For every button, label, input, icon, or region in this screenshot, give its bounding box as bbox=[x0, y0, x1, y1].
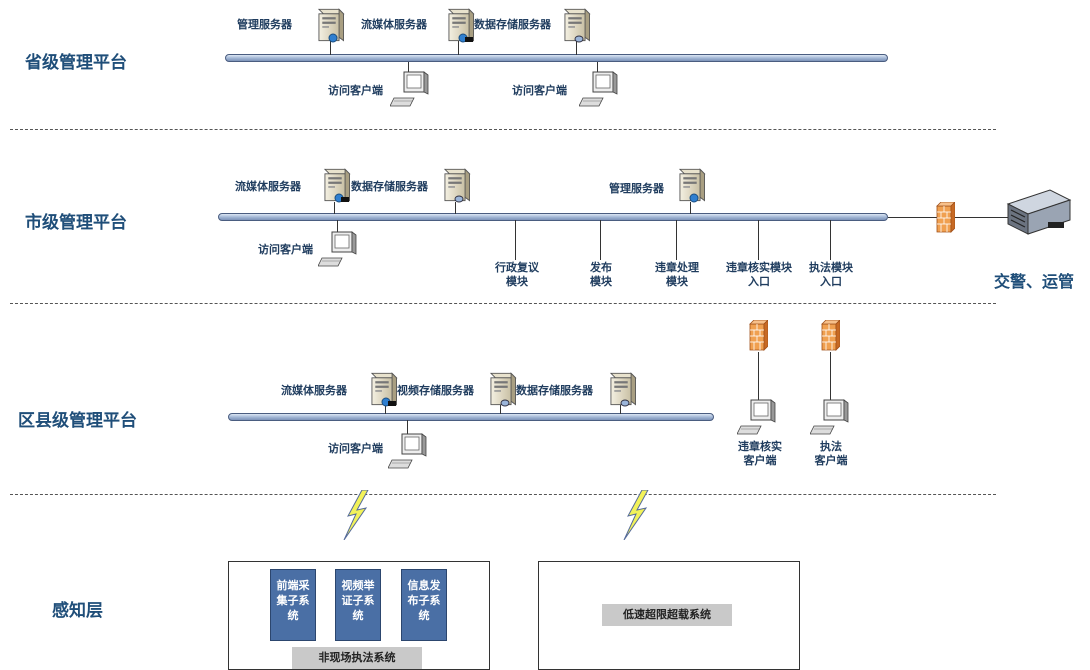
city-module-appeal: 行政复议 模块 bbox=[495, 261, 539, 288]
external-firewall-icon bbox=[933, 202, 955, 234]
city-client-label: 访问客户端 bbox=[258, 243, 313, 256]
province-client2-label: 访问客户端 bbox=[512, 84, 567, 97]
city-storage-server-icon bbox=[438, 166, 472, 203]
link-line bbox=[600, 220, 601, 260]
link-line bbox=[830, 220, 831, 260]
separator-city-county bbox=[10, 303, 996, 304]
layer-title-sensing: 感知层 bbox=[52, 601, 103, 621]
province-mgmt-server-icon bbox=[312, 6, 346, 43]
link-line bbox=[597, 62, 598, 74]
layer-title-county: 区县级管理平台 bbox=[18, 411, 137, 431]
link-line bbox=[758, 352, 759, 400]
province-client2-icon bbox=[579, 70, 619, 108]
low-speed-system-label: 低速超限超载系统 bbox=[602, 604, 732, 626]
city-mgmt-server-label: 管理服务器 bbox=[609, 182, 664, 195]
province-client1-label: 访问客户端 bbox=[328, 84, 383, 97]
link-line bbox=[758, 220, 759, 260]
city-storage-server-label: 数据存储服务器 bbox=[351, 180, 428, 193]
county-video-storage-server-icon bbox=[484, 370, 518, 407]
link-line bbox=[830, 352, 831, 400]
link-line bbox=[330, 40, 331, 55]
link-line bbox=[576, 40, 577, 55]
separator-province-city bbox=[10, 129, 996, 130]
subsystem-video-evidence: 视频举 证子系 统 bbox=[335, 569, 381, 641]
province-storage-server-icon bbox=[558, 6, 592, 43]
city-mgmt-server-icon bbox=[673, 166, 707, 203]
separator-county-sensing bbox=[10, 494, 996, 495]
enforce-client-icon bbox=[810, 398, 850, 436]
wireless-lightning-icon bbox=[340, 490, 370, 540]
city-bus bbox=[218, 213, 888, 221]
subsystem-info-publish: 信息发 布子系 统 bbox=[401, 569, 447, 641]
city-module-violation: 违章处理 模块 bbox=[655, 261, 699, 288]
county-client-icon bbox=[388, 432, 428, 470]
subsystem-frontend: 前端采 集子系 统 bbox=[270, 569, 316, 641]
link-line bbox=[676, 220, 677, 260]
city-stream-server-label: 流媒体服务器 bbox=[235, 180, 301, 193]
link-line bbox=[458, 40, 459, 55]
link-line bbox=[407, 420, 408, 436]
province-storage-server-label: 数据存储服务器 bbox=[474, 18, 551, 31]
county-stream-server-icon bbox=[365, 370, 399, 407]
link-line bbox=[334, 202, 335, 214]
province-client1-icon bbox=[390, 70, 430, 108]
link-line bbox=[620, 400, 621, 414]
violation-client-label: 违章核实 客户端 bbox=[738, 440, 782, 467]
link-line bbox=[500, 400, 501, 414]
county-storage-server-icon bbox=[604, 370, 638, 407]
county-video-storage-server-label: 视频存储服务器 bbox=[397, 384, 474, 397]
province-mgmt-server-label: 管理服务器 bbox=[237, 18, 292, 31]
link-line bbox=[408, 62, 409, 74]
city-module-publish: 发布 模块 bbox=[590, 261, 612, 288]
enforce-firewall-icon bbox=[818, 320, 840, 352]
province-bus bbox=[225, 54, 888, 62]
link-line bbox=[455, 202, 456, 214]
link-line bbox=[515, 220, 516, 260]
city-client-icon bbox=[318, 230, 358, 268]
link-line bbox=[337, 220, 338, 234]
county-bus bbox=[228, 413, 714, 421]
county-client-label: 访问客户端 bbox=[328, 442, 383, 455]
violation-firewall-icon bbox=[746, 320, 768, 352]
layer-title-province: 省级管理平台 bbox=[25, 53, 127, 73]
city-module-verify-entry: 违章核实模块 入口 bbox=[726, 261, 792, 288]
enforce-client-label: 执法 客户端 bbox=[814, 440, 848, 467]
layer-title-city: 市级管理平台 bbox=[25, 213, 127, 233]
city-module-enforce-entry: 执法模块 入口 bbox=[809, 261, 853, 288]
province-stream-server-icon bbox=[442, 6, 476, 43]
county-stream-server-label: 流媒体服务器 bbox=[281, 384, 347, 397]
external-rack-server-icon bbox=[1006, 189, 1072, 235]
wireless-lightning-icon bbox=[620, 490, 650, 540]
violation-client-icon bbox=[737, 398, 777, 436]
offsite-system-label: 非现场执法系统 bbox=[292, 647, 422, 669]
province-stream-server-label: 流媒体服务器 bbox=[361, 18, 427, 31]
county-storage-server-label: 数据存储服务器 bbox=[516, 384, 593, 397]
link-line bbox=[385, 400, 386, 414]
external-label: 交警、运管 bbox=[994, 272, 1075, 291]
link-line bbox=[690, 202, 691, 214]
city-stream-server-icon bbox=[318, 166, 352, 203]
